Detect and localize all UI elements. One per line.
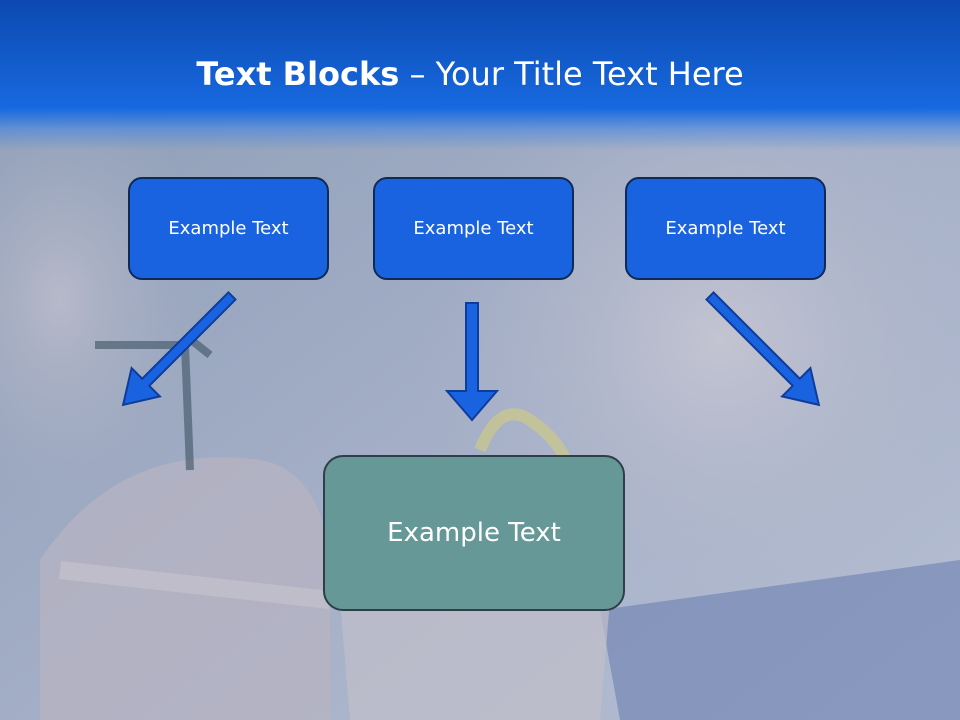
title-bold: Text Blocks [196, 55, 400, 93]
text-block-1[interactable]: Example Text [128, 177, 329, 280]
target-text-block[interactable]: Example Text [323, 455, 625, 611]
arrow-down-left-icon [705, 291, 821, 407]
text-block-2[interactable]: Example Text [373, 177, 574, 280]
title-rest: Your Title Text Here [435, 55, 744, 93]
title-band [0, 0, 960, 150]
title-dash: – [399, 55, 436, 93]
slide-title: Text Blocks – Your Title Text Here [0, 55, 940, 93]
arrow-down-right-icon [121, 291, 237, 407]
text-block-3[interactable]: Example Text [625, 177, 826, 280]
arrow-down-icon [444, 302, 500, 422]
